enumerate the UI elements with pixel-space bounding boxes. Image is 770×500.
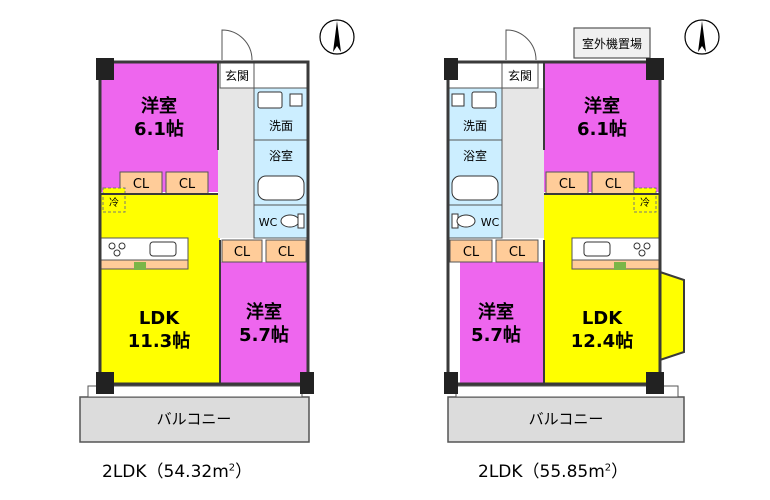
closet-a-4 bbox=[265, 239, 307, 263]
svg-text:6.1帖: 6.1帖 bbox=[134, 118, 184, 140]
svg-text:浴室: 浴室 bbox=[269, 148, 293, 163]
balcony-label-a: バルコニー bbox=[157, 410, 232, 428]
svg-text:6.1帖: 6.1帖 bbox=[577, 118, 627, 140]
hallway-b bbox=[502, 88, 544, 238]
svg-text:洋室: 洋室 bbox=[584, 95, 620, 117]
door-swing-icon bbox=[221, 29, 253, 61]
svg-text:室外機置場: 室外機置場 bbox=[582, 36, 642, 51]
ldk-b bbox=[544, 194, 660, 384]
entrance-b bbox=[501, 61, 539, 89]
western-room-small-a bbox=[220, 262, 308, 384]
svg-text:WC: WC bbox=[259, 216, 278, 229]
svg-text:CL: CL bbox=[605, 177, 622, 192]
western-room-large-a bbox=[100, 62, 218, 170]
svg-text:LDK: LDK bbox=[139, 308, 180, 329]
svg-text:CL: CL bbox=[509, 245, 526, 260]
svg-text:CL: CL bbox=[179, 177, 196, 192]
svg-text:CL: CL bbox=[278, 245, 295, 260]
outdoor-unit-area bbox=[573, 27, 651, 59]
balcony-b bbox=[447, 396, 685, 443]
svg-text:洋室: 洋室 bbox=[246, 301, 282, 323]
plan-b: バルコニー 室外機置場 玄関 洗面 浴室 WC CL CL 冷 bbox=[444, 19, 720, 443]
svg-text:洗面: 洗面 bbox=[269, 119, 293, 133]
svg-text:CL: CL bbox=[463, 245, 480, 260]
svg-text:冷: 冷 bbox=[109, 196, 119, 209]
plan-a: バルコニー CL CL 冷 CL CL 玄関 洗面 浴室 bbox=[79, 19, 355, 443]
svg-text:洗面: 洗面 bbox=[463, 119, 487, 133]
bathtub-icon bbox=[257, 175, 305, 201]
ldk-a bbox=[100, 194, 220, 384]
stove-icon bbox=[633, 242, 641, 250]
closet-b-4 bbox=[495, 239, 539, 263]
closet-b-3 bbox=[449, 239, 493, 263]
svg-text:5.7帖: 5.7帖 bbox=[471, 324, 521, 346]
svg-text:LDK: LDK bbox=[582, 308, 623, 329]
svg-text:CL: CL bbox=[234, 245, 251, 260]
balcony-label-b: バルコニー bbox=[529, 410, 604, 428]
svg-text:玄関: 玄関 bbox=[508, 68, 532, 83]
svg-text:12.4帖: 12.4帖 bbox=[571, 330, 633, 352]
svg-text:5.7帖: 5.7帖 bbox=[239, 324, 289, 346]
balcony-a bbox=[79, 396, 310, 443]
north-arrow-icon bbox=[319, 19, 355, 55]
svg-text:CL: CL bbox=[133, 177, 150, 192]
entrance-a bbox=[219, 61, 255, 89]
plan-a-caption: 2LDK（54.32m2） bbox=[102, 462, 253, 482]
svg-text:CL: CL bbox=[559, 177, 576, 192]
hallway-a bbox=[218, 88, 254, 238]
western-room-large-b bbox=[544, 62, 660, 170]
svg-text:冷: 冷 bbox=[640, 196, 650, 209]
plan-b-caption: 2LDK（55.85m2） bbox=[478, 462, 629, 482]
svg-text:玄関: 玄関 bbox=[225, 68, 249, 83]
western-room-small-b bbox=[460, 262, 544, 384]
svg-text:WC: WC bbox=[481, 216, 500, 229]
svg-text:洋室: 洋室 bbox=[478, 301, 514, 323]
svg-text:浴室: 浴室 bbox=[463, 148, 487, 163]
sink-icon bbox=[257, 91, 283, 109]
toilet-icon bbox=[280, 214, 300, 228]
svg-text:11.3帖: 11.3帖 bbox=[128, 330, 190, 352]
closet-a-3 bbox=[221, 239, 263, 263]
svg-text:洋室: 洋室 bbox=[141, 95, 177, 117]
